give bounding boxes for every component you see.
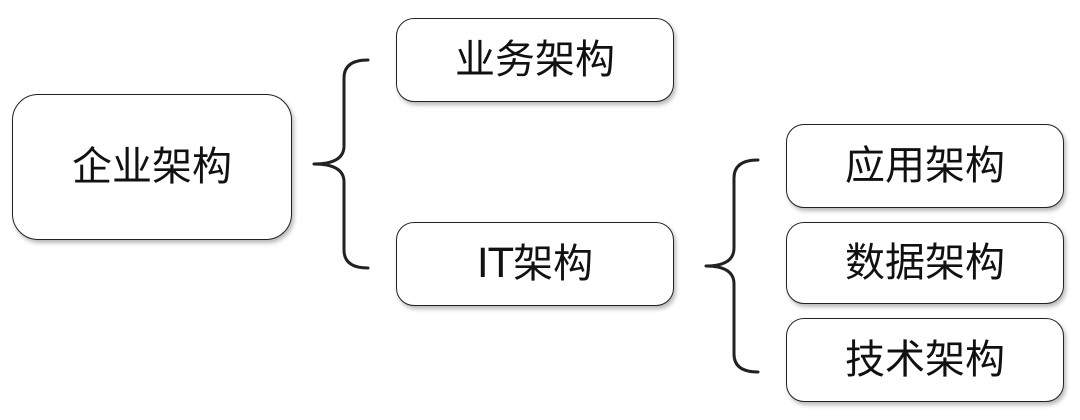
bracket-it-to-level2 [704,158,760,374]
node-label: 数据架构 [845,240,1005,286]
node-it-architecture: IT架构 [396,222,674,306]
node-enterprise-architecture: 企业架构 [12,94,292,240]
node-data-architecture: 数据架构 [786,222,1064,304]
node-label: 业务架构 [455,37,615,83]
node-technology-architecture: 技术架构 [786,318,1064,402]
node-label: 企业架构 [72,144,232,190]
node-business-architecture: 业务架构 [396,18,674,102]
node-label: 应用架构 [845,143,1005,189]
bracket-root-to-level1 [312,58,370,270]
node-label: IT架构 [476,241,594,287]
node-label: 技术架构 [845,337,1005,383]
node-application-architecture: 应用架构 [786,124,1064,208]
